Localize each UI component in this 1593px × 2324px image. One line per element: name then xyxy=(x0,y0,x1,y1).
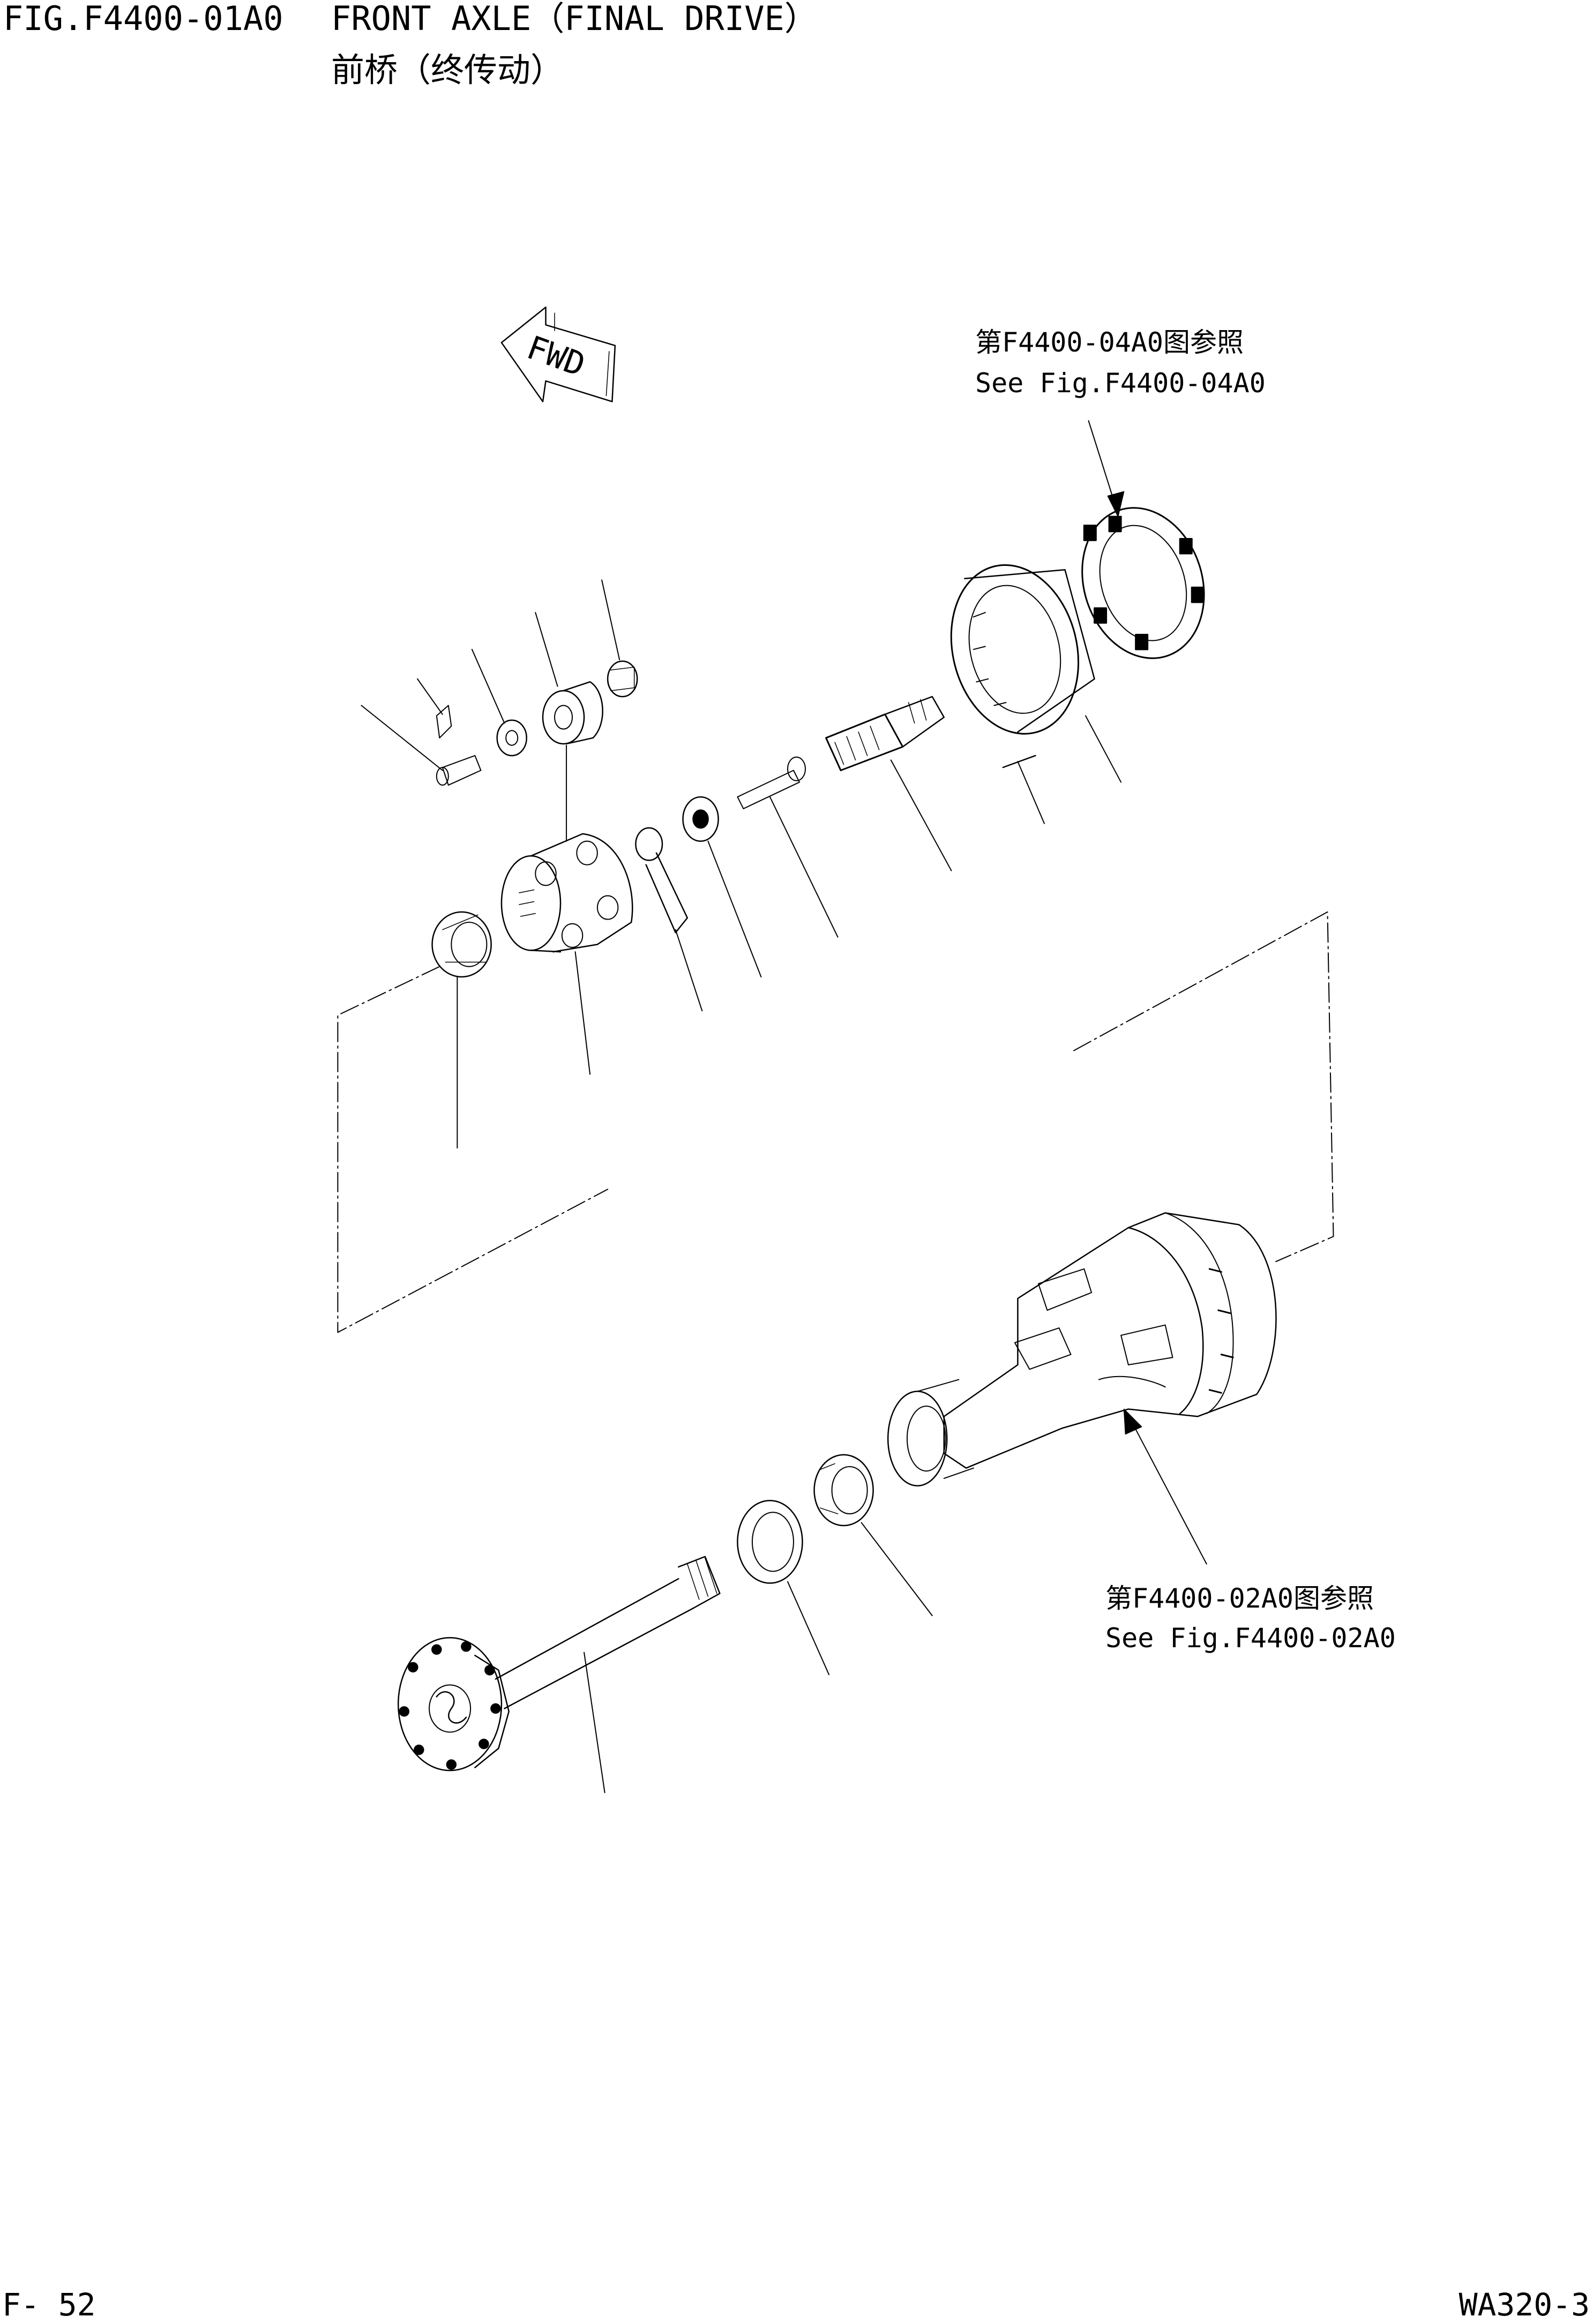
side-bearing xyxy=(432,912,491,977)
leader-pinion-shaft xyxy=(891,760,952,870)
fwd-arrow-label: FWD xyxy=(522,329,590,384)
leader-nut-top xyxy=(602,580,619,660)
lock-plate xyxy=(1063,492,1223,674)
axle-housing xyxy=(888,1213,1276,1485)
leader-seal-ring xyxy=(788,1582,829,1675)
assembly-outline xyxy=(338,912,1333,1333)
leader-bearing-race xyxy=(1086,716,1121,782)
lock-pin xyxy=(437,706,481,786)
inner-bearing xyxy=(814,1455,873,1526)
reference-leader-02a0 xyxy=(1124,1409,1207,1564)
spider-arm xyxy=(635,828,687,932)
machine-model: WA320-3 xyxy=(1459,2286,1590,2323)
fwd-arrow: FWD xyxy=(502,307,615,401)
reference-note-04a0-en: See Fig.F4400-04A0 xyxy=(975,368,1266,399)
bearing-race xyxy=(934,551,1096,748)
figure-number: FIG.F4400-01A0 xyxy=(3,0,283,38)
leader-differential-case xyxy=(575,952,590,1074)
reference-note-04a0-cn: 第F4400-04A0图参照 xyxy=(975,327,1244,358)
pin xyxy=(1003,756,1044,824)
leader-lock-pin-2 xyxy=(417,679,443,714)
leader-axle-shaft xyxy=(584,1653,605,1793)
leader-needle-roller xyxy=(535,612,557,686)
seal-ring xyxy=(737,1500,802,1583)
bolt xyxy=(737,757,805,809)
reference-note-02a0-en: See Fig.F4400-02A0 xyxy=(1105,1623,1396,1654)
nut-small xyxy=(497,720,527,756)
reference-leader-04a0 xyxy=(1089,421,1124,517)
leader-inner-bearing xyxy=(862,1523,932,1616)
figure-title: FRONT AXLE（FINAL DRIVE） xyxy=(331,0,818,38)
leader-thrust-washer xyxy=(708,841,761,977)
pinion-shaft xyxy=(826,697,944,771)
thrust-washer xyxy=(683,797,719,841)
leader-spider-arm xyxy=(676,930,702,1011)
leader-lock-pin xyxy=(361,706,442,771)
page-number: F- 52 xyxy=(2,2286,96,2323)
differential-case xyxy=(502,834,632,952)
leader-nut-small xyxy=(472,649,505,723)
reference-note-02a0-cn: 第F4400-02A0图参照 xyxy=(1105,1583,1374,1614)
nut-top xyxy=(608,661,637,697)
figure-title-cn: 前桥（终传动） xyxy=(331,50,564,89)
needle-roller xyxy=(543,682,603,744)
leader-bolt xyxy=(770,797,838,937)
axle-shaft xyxy=(398,1557,720,1770)
